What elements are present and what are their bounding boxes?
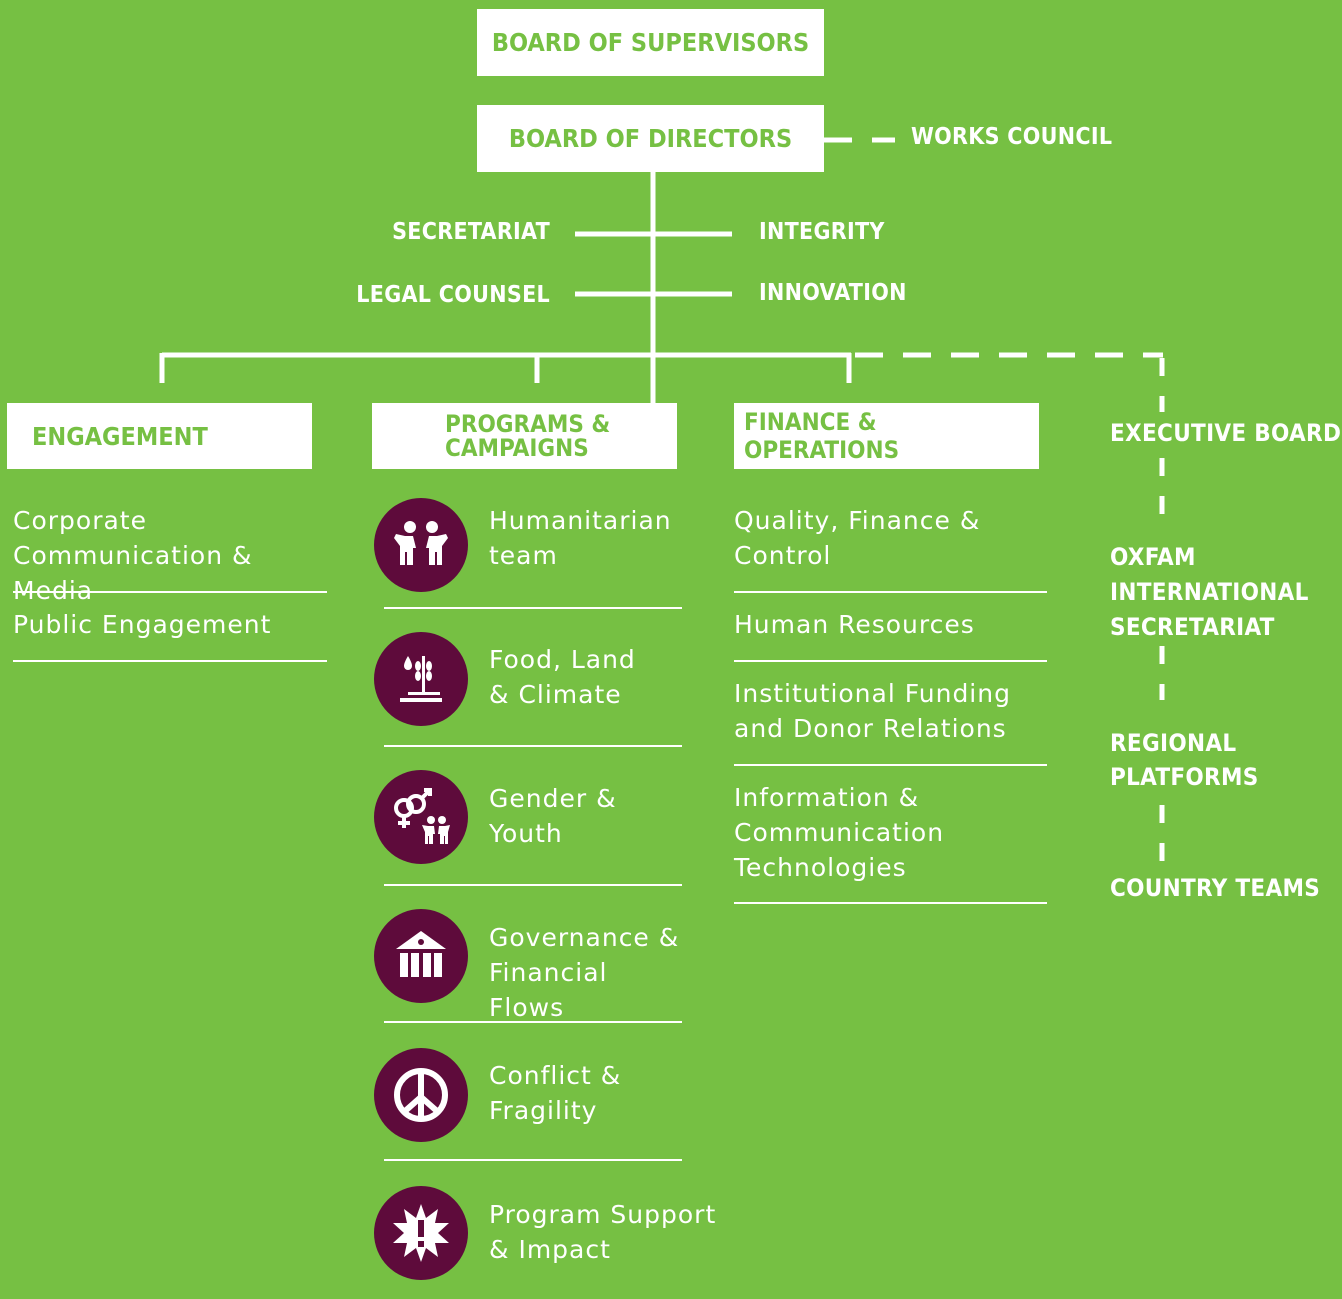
divider [384, 607, 682, 609]
food-land-climate-icon [374, 632, 468, 726]
programs-campaigns-box: PROGRAMS & CAMPAIGNS [372, 403, 677, 469]
finance-item: Human Resources [734, 607, 1034, 642]
gender-youth-icon-glyph [394, 788, 450, 844]
program-item-label: Gender & Youth [489, 784, 617, 848]
finance-item: Quality, Finance & Control [734, 503, 984, 573]
finance-item-label: Quality, Finance & Control [734, 506, 981, 570]
board-of-supervisors-box: BOARD OF SUPERVISORS [477, 9, 824, 76]
regional-platforms-label: REGIONAL PLATFORMS [1110, 729, 1259, 791]
impact-burst-icon-glyph [393, 1204, 449, 1262]
divider [734, 902, 1047, 904]
engagement-item: Corporate Communication & Media [13, 503, 333, 608]
divider [384, 1159, 682, 1161]
finance-item: Institutional Funding and Donor Relation… [734, 676, 1034, 746]
engagement-item: Public Engagement [13, 607, 333, 642]
secretariat-label: SECRETARIAT [392, 219, 550, 245]
country-teams-label: COUNTRY TEAMS [1110, 874, 1321, 902]
finance-item-label: Institutional Funding and Donor Relation… [734, 679, 1011, 743]
divider [13, 591, 327, 593]
integrity-label: INTEGRITY [759, 219, 885, 245]
humanitarian-icon-glyph [394, 521, 448, 565]
works-council-label: WORKS COUNCIL [911, 124, 1113, 150]
governance-icon-glyph [396, 931, 446, 977]
oxfam-international-label: OXFAM INTERNATIONAL SECRETARIAT [1110, 543, 1309, 641]
governance-icon [374, 909, 468, 1003]
divider [384, 884, 682, 886]
legal-counsel-label: LEGAL COUNSEL [356, 282, 550, 308]
program-item: Food, Land & Climate [489, 642, 649, 712]
innovation-label: INNOVATION [759, 280, 907, 306]
divider [734, 660, 1047, 662]
engagement-title: ENGAGEMENT [32, 421, 208, 451]
finance-operations-box: FINANCE & OPERATIONS [734, 403, 1039, 469]
program-item: Program Support & Impact [489, 1197, 719, 1267]
divider [384, 745, 682, 747]
board-of-directors-box: BOARD OF DIRECTORS [477, 105, 824, 172]
finance-title: FINANCE & OPERATIONS [744, 408, 900, 464]
program-item: Gender & Youth [489, 781, 649, 851]
program-item: Conflict & Fragility [489, 1058, 649, 1128]
program-item-label: Governance & Financial Flows [489, 923, 680, 1022]
finance-item-label: Human Resources [734, 610, 975, 639]
program-item: Humanitarian team [489, 503, 674, 573]
peace-icon-glyph [394, 1068, 448, 1122]
engagement-item-label: Public Engagement [13, 610, 272, 639]
program-item-label: Conflict & Fragility [489, 1061, 622, 1125]
program-item-label: Humanitarian team [489, 506, 672, 570]
divider [734, 591, 1047, 593]
program-item: Governance & Financial Flows [489, 920, 689, 1025]
board-of-supervisors-label: BOARD OF SUPERVISORS [491, 28, 810, 57]
divider [384, 1021, 682, 1023]
program-item-label: Program Support & Impact [489, 1200, 717, 1264]
program-item-label: Food, Land & Climate [489, 645, 636, 709]
impact-burst-icon [374, 1186, 468, 1280]
finance-item-label: Information & Communication Technologies [734, 783, 945, 882]
programs-title: PROGRAMS & CAMPAIGNS [445, 410, 611, 462]
divider [13, 660, 327, 662]
peace-icon [374, 1048, 468, 1142]
divider [734, 764, 1047, 766]
finance-item: Information & Communication Technologies [734, 780, 964, 885]
engagement-box: ENGAGEMENT [7, 403, 312, 469]
humanitarian-icon [374, 498, 468, 592]
engagement-item-label: Corporate Communication & Media [13, 506, 253, 605]
food-land-climate-icon-glyph [400, 656, 442, 702]
gender-youth-icon [374, 770, 468, 864]
board-of-directors-label: BOARD OF DIRECTORS [508, 124, 793, 153]
executive-board-label: EXECUTIVE BOARD [1110, 419, 1342, 447]
